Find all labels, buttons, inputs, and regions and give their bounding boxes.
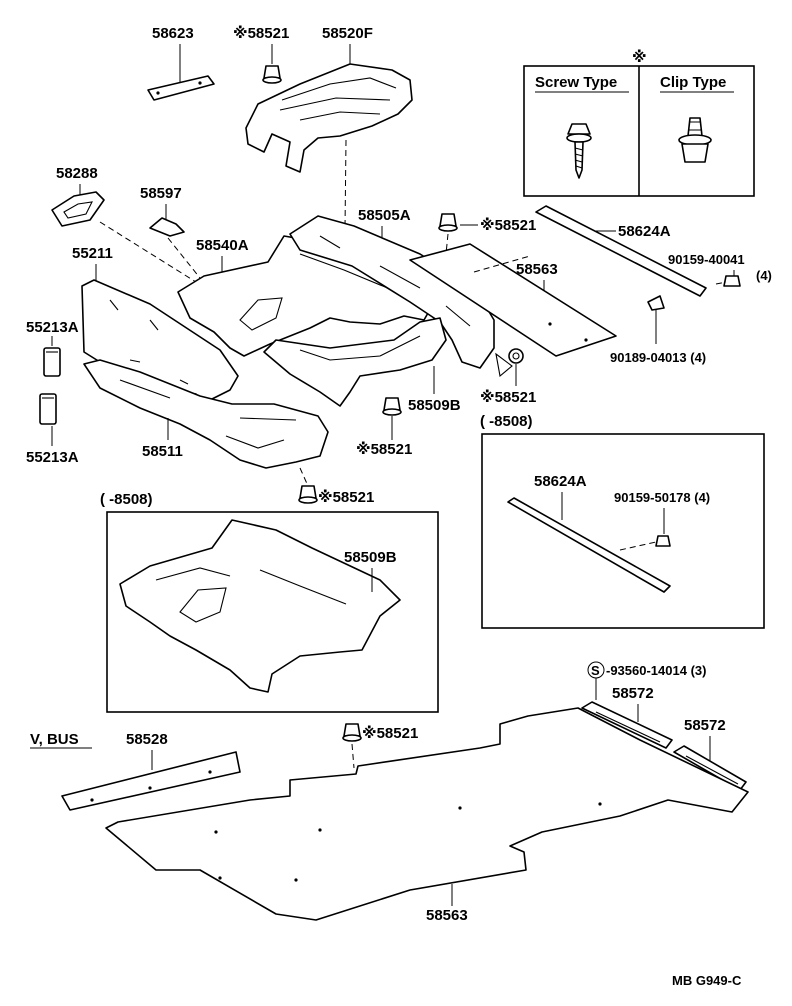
left-inset-box	[106, 511, 439, 713]
svg-text:S: S	[591, 663, 600, 678]
label-55211: 55211	[72, 245, 113, 262]
part-55213A-top	[43, 347, 61, 377]
part-58563-mat-top	[409, 243, 617, 357]
clip-58521-under	[298, 485, 318, 504]
label-90159-50178: 90159-50178 (4)	[614, 490, 710, 505]
label-58563-bottom: 58563	[426, 907, 468, 924]
screw-type-label: Screw Type	[535, 74, 617, 91]
label-58521-bottom: ※58521	[362, 724, 418, 742]
label-58623: 58623	[152, 25, 194, 42]
part-58509B-pad	[263, 317, 447, 407]
part-58563-main-mat	[105, 707, 749, 921]
clip-58521-mid	[438, 213, 458, 232]
label-58540A: 58540A	[196, 237, 249, 254]
legend-mark: ※	[632, 48, 647, 66]
variant-label: V, BUS	[30, 731, 79, 748]
label-55213A-bottom: 55213A	[26, 449, 79, 466]
label-58624A-top: 58624A	[618, 223, 671, 240]
label-58597: 58597	[140, 185, 182, 202]
nut-90189-04013	[647, 295, 665, 311]
label-58528: 58528	[126, 731, 168, 748]
figure-code: MB G949-C	[672, 973, 742, 988]
s-mark-icon: S	[587, 661, 605, 679]
part-58288-ring	[51, 191, 105, 227]
part-58520F-pad	[245, 63, 413, 173]
right-inset-range: ( -8508)	[480, 413, 533, 430]
part-58511-pad	[83, 359, 329, 469]
clip-58521-bottom	[342, 723, 362, 742]
label-58563-top: 58563	[516, 261, 558, 278]
clip-icon	[678, 117, 712, 163]
label-58624A-inset: 58624A	[534, 473, 587, 490]
label-58521-right: ※58521	[480, 388, 536, 406]
label-58505A: 58505A	[358, 207, 411, 224]
bolt-90159-40041	[723, 275, 741, 287]
part-58623-strip	[147, 75, 215, 101]
clip-type-label: Clip Type	[660, 74, 726, 91]
label-58521-under: ※58521	[318, 488, 374, 506]
label-58572-b: 58572	[684, 717, 726, 734]
label-58572-a: 58572	[612, 685, 654, 702]
screw-icon	[566, 123, 592, 179]
label-90189-04013: 90189-04013 (4)	[610, 350, 706, 365]
right-inset-box	[481, 433, 765, 629]
label-90159-40041: 90159-40041	[668, 252, 745, 267]
label-58521-mid: ※58521	[480, 216, 536, 234]
part-58528-strip	[61, 751, 241, 811]
label-58521-low: ※58521	[356, 440, 412, 458]
label-58288: 58288	[56, 165, 98, 182]
label-90159-40041-qty: (4)	[756, 268, 772, 283]
label-93560-14014: -93560-14014 (3)	[606, 663, 706, 678]
part-58572-bracket-a	[581, 701, 673, 749]
label-55213A-top: 55213A	[26, 319, 79, 336]
left-inset-range: ( -8508)	[100, 491, 153, 508]
part-55213A-bottom	[39, 393, 57, 425]
clip-58521-right	[508, 348, 524, 364]
label-58511: 58511	[142, 443, 183, 460]
clip-58521-top	[262, 65, 282, 84]
part-58624A-strip-top	[535, 205, 707, 297]
label-58509B-inset: 58509B	[344, 549, 397, 566]
clip-58521-low	[382, 397, 402, 416]
part-58505A-strip	[289, 215, 513, 378]
fastener-type-legend: Screw Type Clip Type	[523, 65, 755, 197]
part-58597-pad	[149, 217, 185, 237]
label-58521-top: ※58521	[233, 24, 289, 42]
label-58520F: 58520F	[322, 25, 373, 42]
label-58509B: 58509B	[408, 397, 461, 414]
